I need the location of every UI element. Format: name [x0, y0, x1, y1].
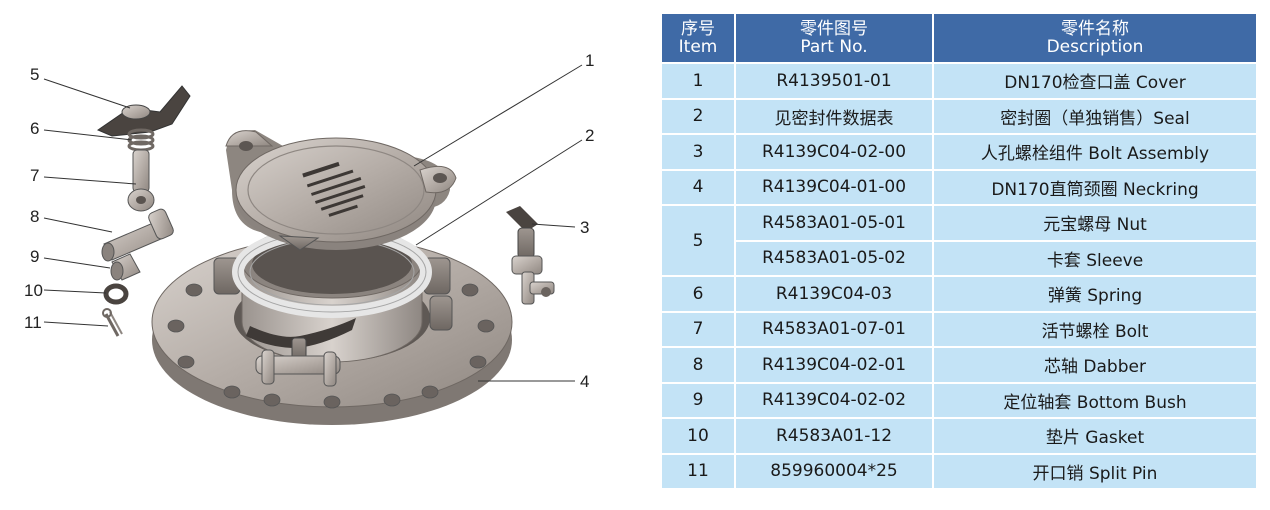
cell-item: 9	[662, 383, 736, 419]
cell-part-no: R4139C04-02-01	[736, 348, 934, 384]
cell-part-no: R4583A01-05-01	[736, 206, 934, 242]
callout-7: 7	[30, 166, 39, 185]
header-item: 序号 Item	[662, 14, 736, 64]
gasket-washer	[103, 283, 129, 305]
cell-part-no: R4583A01-05-02	[736, 241, 934, 277]
cell-description: 活节螺栓 Bolt	[934, 312, 1256, 348]
parts-list-table: 序号 Item 零件图号 Part No. 零件名称 Description 1…	[662, 14, 1256, 488]
bolt-assembly	[506, 206, 555, 305]
cell-description: 弹簧 Spring	[934, 277, 1256, 313]
cell-description: 垫片 Gasket	[934, 419, 1256, 455]
table-header-row: 序号 Item 零件图号 Part No. 零件名称 Description	[662, 14, 1256, 64]
leader-lines	[43, 64, 583, 382]
wing-nut	[96, 85, 191, 137]
callout-1: 1	[585, 51, 594, 70]
cell-item: 7	[662, 312, 736, 348]
callout-8: 8	[30, 207, 39, 226]
callout-9: 9	[30, 247, 39, 266]
cell-item: 5	[662, 206, 736, 277]
header-part-no: 零件图号 Part No.	[736, 14, 934, 64]
table-row: R4583A01-05-02 卡套 Sleeve	[662, 241, 1256, 277]
table-row: 7 R4583A01-07-01 活节螺栓 Bolt	[662, 312, 1256, 348]
cell-item: 8	[662, 348, 736, 384]
table-row: 10 R4583A01-12 垫片 Gasket	[662, 419, 1256, 455]
cell-description: 定位轴套 Bottom Bush	[934, 383, 1256, 419]
cell-description: 人孔螺栓组件 Bolt Assembly	[934, 135, 1256, 171]
table-row: 3 R4139C04-02-00 人孔螺栓组件 Bolt Assembly	[662, 135, 1256, 171]
cell-part-no: R4139C04-03	[736, 277, 934, 313]
callout-10: 10	[24, 281, 43, 300]
bottom-bush	[110, 253, 141, 281]
callout-4: 4	[580, 372, 589, 391]
callout-11: 11	[24, 313, 42, 332]
cell-part-no: R4139501-01	[736, 64, 934, 100]
callout-2: 2	[585, 126, 594, 145]
cell-description: 密封圈（单独销售）Seal	[934, 99, 1256, 135]
inspection-cover	[225, 130, 457, 251]
exploded-view-diagram: 1 2 3 4 5 6 7 8 9 10 11	[24, 51, 594, 425]
table-row: 8 R4139C04-02-01 芯轴 Dabber	[662, 348, 1256, 384]
header-part-cn: 零件图号	[800, 19, 868, 39]
cell-description: 卡套 Sleeve	[934, 241, 1256, 277]
callout-3: 3	[580, 218, 589, 237]
dabber-shaft	[101, 208, 174, 262]
header-desc-cn: 零件名称	[1061, 19, 1129, 39]
cell-part-no: R4583A01-12	[736, 419, 934, 455]
header-item-en: Item	[678, 37, 718, 57]
cell-description: 元宝螺母 Nut	[934, 206, 1256, 242]
table-row: 5 R4583A01-05-01 元宝螺母 Nut	[662, 206, 1256, 277]
cell-description: DN170检查口盖 Cover	[934, 64, 1256, 100]
cell-part-no: R4139C04-02-00	[736, 135, 934, 171]
cell-description: 开口销 Split Pin	[934, 454, 1256, 488]
cell-item: 6	[662, 277, 736, 313]
cell-part-no: 859960004*25	[736, 454, 934, 488]
callout-5: 5	[30, 65, 39, 84]
cell-item: 10	[662, 419, 736, 455]
table-row: 9 R4139C04-02-02 定位轴套 Bottom Bush	[662, 383, 1256, 419]
table-row: 11 859960004*25 开口销 Split Pin	[662, 454, 1256, 488]
cell-part-no: R4583A01-07-01	[736, 312, 934, 348]
cell-item: 4	[662, 170, 736, 206]
cell-description: 芯轴 Dabber	[934, 348, 1256, 384]
table-row: 1 R4139501-01 DN170检查口盖 Cover	[662, 64, 1256, 100]
flange-bolt	[246, 318, 356, 387]
header-item-cn: 序号	[681, 19, 715, 39]
callout-6: 6	[30, 119, 39, 138]
cell-part-no: R4139C04-01-00	[736, 170, 934, 206]
header-description: 零件名称 Description	[934, 14, 1256, 64]
cell-part-no: 见密封件数据表	[736, 99, 934, 135]
eye-bolt	[127, 149, 155, 212]
cover-marking	[302, 161, 366, 217]
cell-description: DN170直筒颈圈 Neckring	[934, 170, 1256, 206]
neckring-flange	[151, 225, 513, 425]
cell-part-no: R4139C04-02-02	[736, 383, 934, 419]
cell-item: 11	[662, 454, 736, 488]
split-pin	[102, 308, 123, 337]
cell-item: 1	[662, 64, 736, 100]
table-row: 6 R4139C04-03 弹簧 Spring	[662, 277, 1256, 313]
table-row: 4 R4139C04-01-00 DN170直筒颈圈 Neckring	[662, 170, 1256, 206]
cell-item: 3	[662, 135, 736, 171]
cell-item: 2	[662, 99, 736, 135]
table-row: 2 见密封件数据表 密封圈（单独销售）Seal	[662, 99, 1256, 135]
header-desc-en: Description	[1046, 37, 1144, 57]
header-part-en: Part No.	[800, 37, 868, 57]
